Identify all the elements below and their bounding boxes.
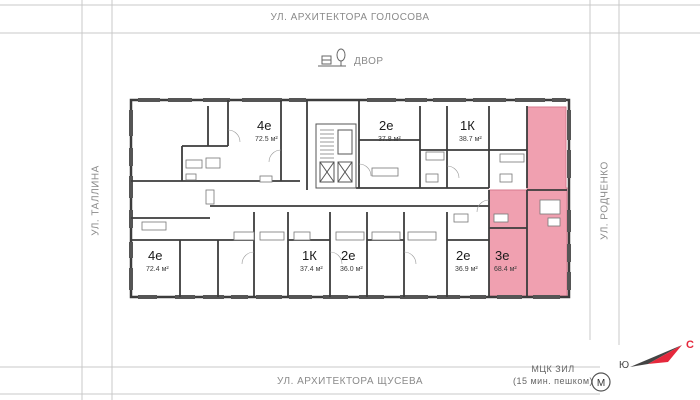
metro-distance-label: (15 мин. пешком): [512, 376, 594, 386]
bathroom-fixtures: [141, 151, 561, 241]
apartment-area-label: 72.5 м²: [255, 136, 278, 143]
apartment-area-label: 37.4 м²: [300, 266, 323, 273]
apartment-type-label[interactable]: 3е: [495, 248, 510, 263]
stair-core: [315, 123, 357, 189]
apartment-type-label[interactable]: 2е: [456, 248, 471, 263]
apartment-type-label[interactable]: 4е: [148, 248, 163, 263]
compass-icon: [630, 345, 682, 367]
courtyard-icon: [318, 48, 346, 67]
door-swings: [227, 129, 490, 265]
metro-letter: М: [597, 378, 605, 389]
compass-south: Ю: [619, 360, 630, 371]
street-bottom: УЛ. АРХИТЕКТОРА ЩУСЕВА: [276, 376, 423, 387]
apartment-area-label: 36.9 м²: [455, 266, 478, 273]
apartment-type-label[interactable]: 2е: [341, 248, 356, 263]
apartment-type-label[interactable]: 1К: [302, 248, 317, 263]
street-right: УЛ. РОДЧЕНКО: [599, 161, 611, 240]
apartment-type-label[interactable]: 4е: [257, 118, 272, 133]
apartment-area-label: 38.7 м²: [459, 136, 482, 143]
building-walls: [129, 98, 571, 299]
street-top: УЛ. АРХИТЕКТОРА ГОЛОСОВА: [270, 12, 430, 23]
apartment-area-label: 72.4 м²: [146, 266, 169, 273]
street-left: УЛ. ТАЛЛИНА: [90, 165, 102, 236]
compass-north: С: [686, 339, 694, 351]
apartment-type-label[interactable]: 1К: [460, 118, 475, 133]
apartment-area-label: 68.4 м²: [494, 266, 517, 273]
courtyard-label: ДВОР: [354, 56, 384, 67]
apartment-area-label: 36.0 м²: [340, 266, 363, 273]
metro-icon: М: [591, 372, 611, 392]
apartment-area-label: 37.8 м²: [378, 136, 401, 143]
apartment-type-label[interactable]: 2е: [379, 118, 394, 133]
metro-station-label: МЦК ЗИЛ: [531, 364, 575, 374]
